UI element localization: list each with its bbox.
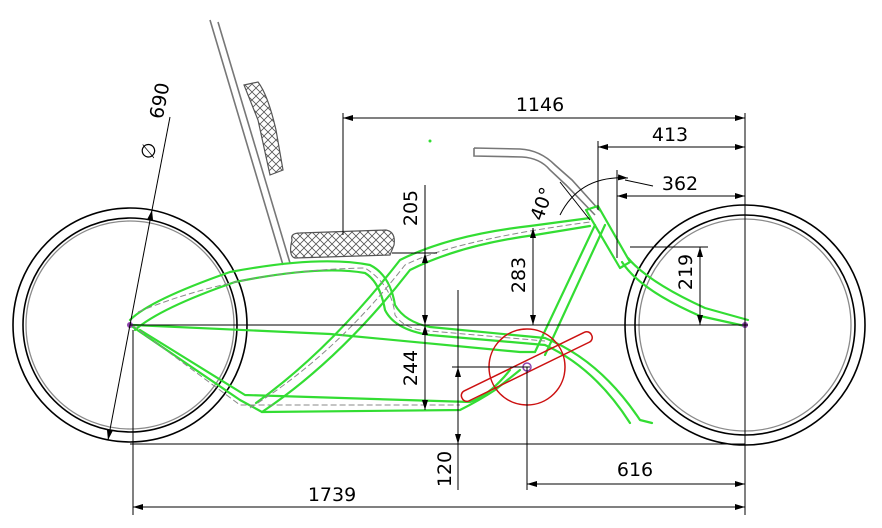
bb-to-front-axle-label: 616 (617, 459, 653, 481)
wheel-diameter-label: 690 (146, 81, 175, 121)
frame-main-tube (254, 216, 592, 405)
dimension-labels: ∅ 690 1146 413 362 40° 205 283 244 219 1… (137, 81, 698, 506)
top-tube-height-label: 283 (508, 257, 530, 293)
head-angle-label: 40° (526, 184, 558, 223)
frame (128, 204, 750, 425)
dimension-lines (106, 113, 748, 515)
axle-to-bb-drop-label: 244 (400, 350, 422, 386)
seat-pad (289, 229, 395, 259)
fork-drop-label: 219 (675, 254, 697, 290)
seat-back (209, 19, 291, 266)
head-to-front-axle-label: 413 (652, 124, 688, 146)
head-offset-top-label: 1146 (516, 94, 564, 116)
handlebar (473, 147, 601, 216)
wheelbase-label: 1739 (308, 484, 356, 506)
seat-height-label: 205 (400, 190, 422, 226)
crank-arm (460, 330, 593, 403)
frame-bottom-tube (128, 323, 522, 414)
fork-offset-label: 362 (662, 173, 698, 195)
frame-head-tube (584, 204, 632, 270)
frame-seat-tube (533, 223, 607, 357)
bb-height-label: 120 (434, 451, 456, 487)
wheel-diameter-symbol: ∅ (137, 141, 162, 161)
